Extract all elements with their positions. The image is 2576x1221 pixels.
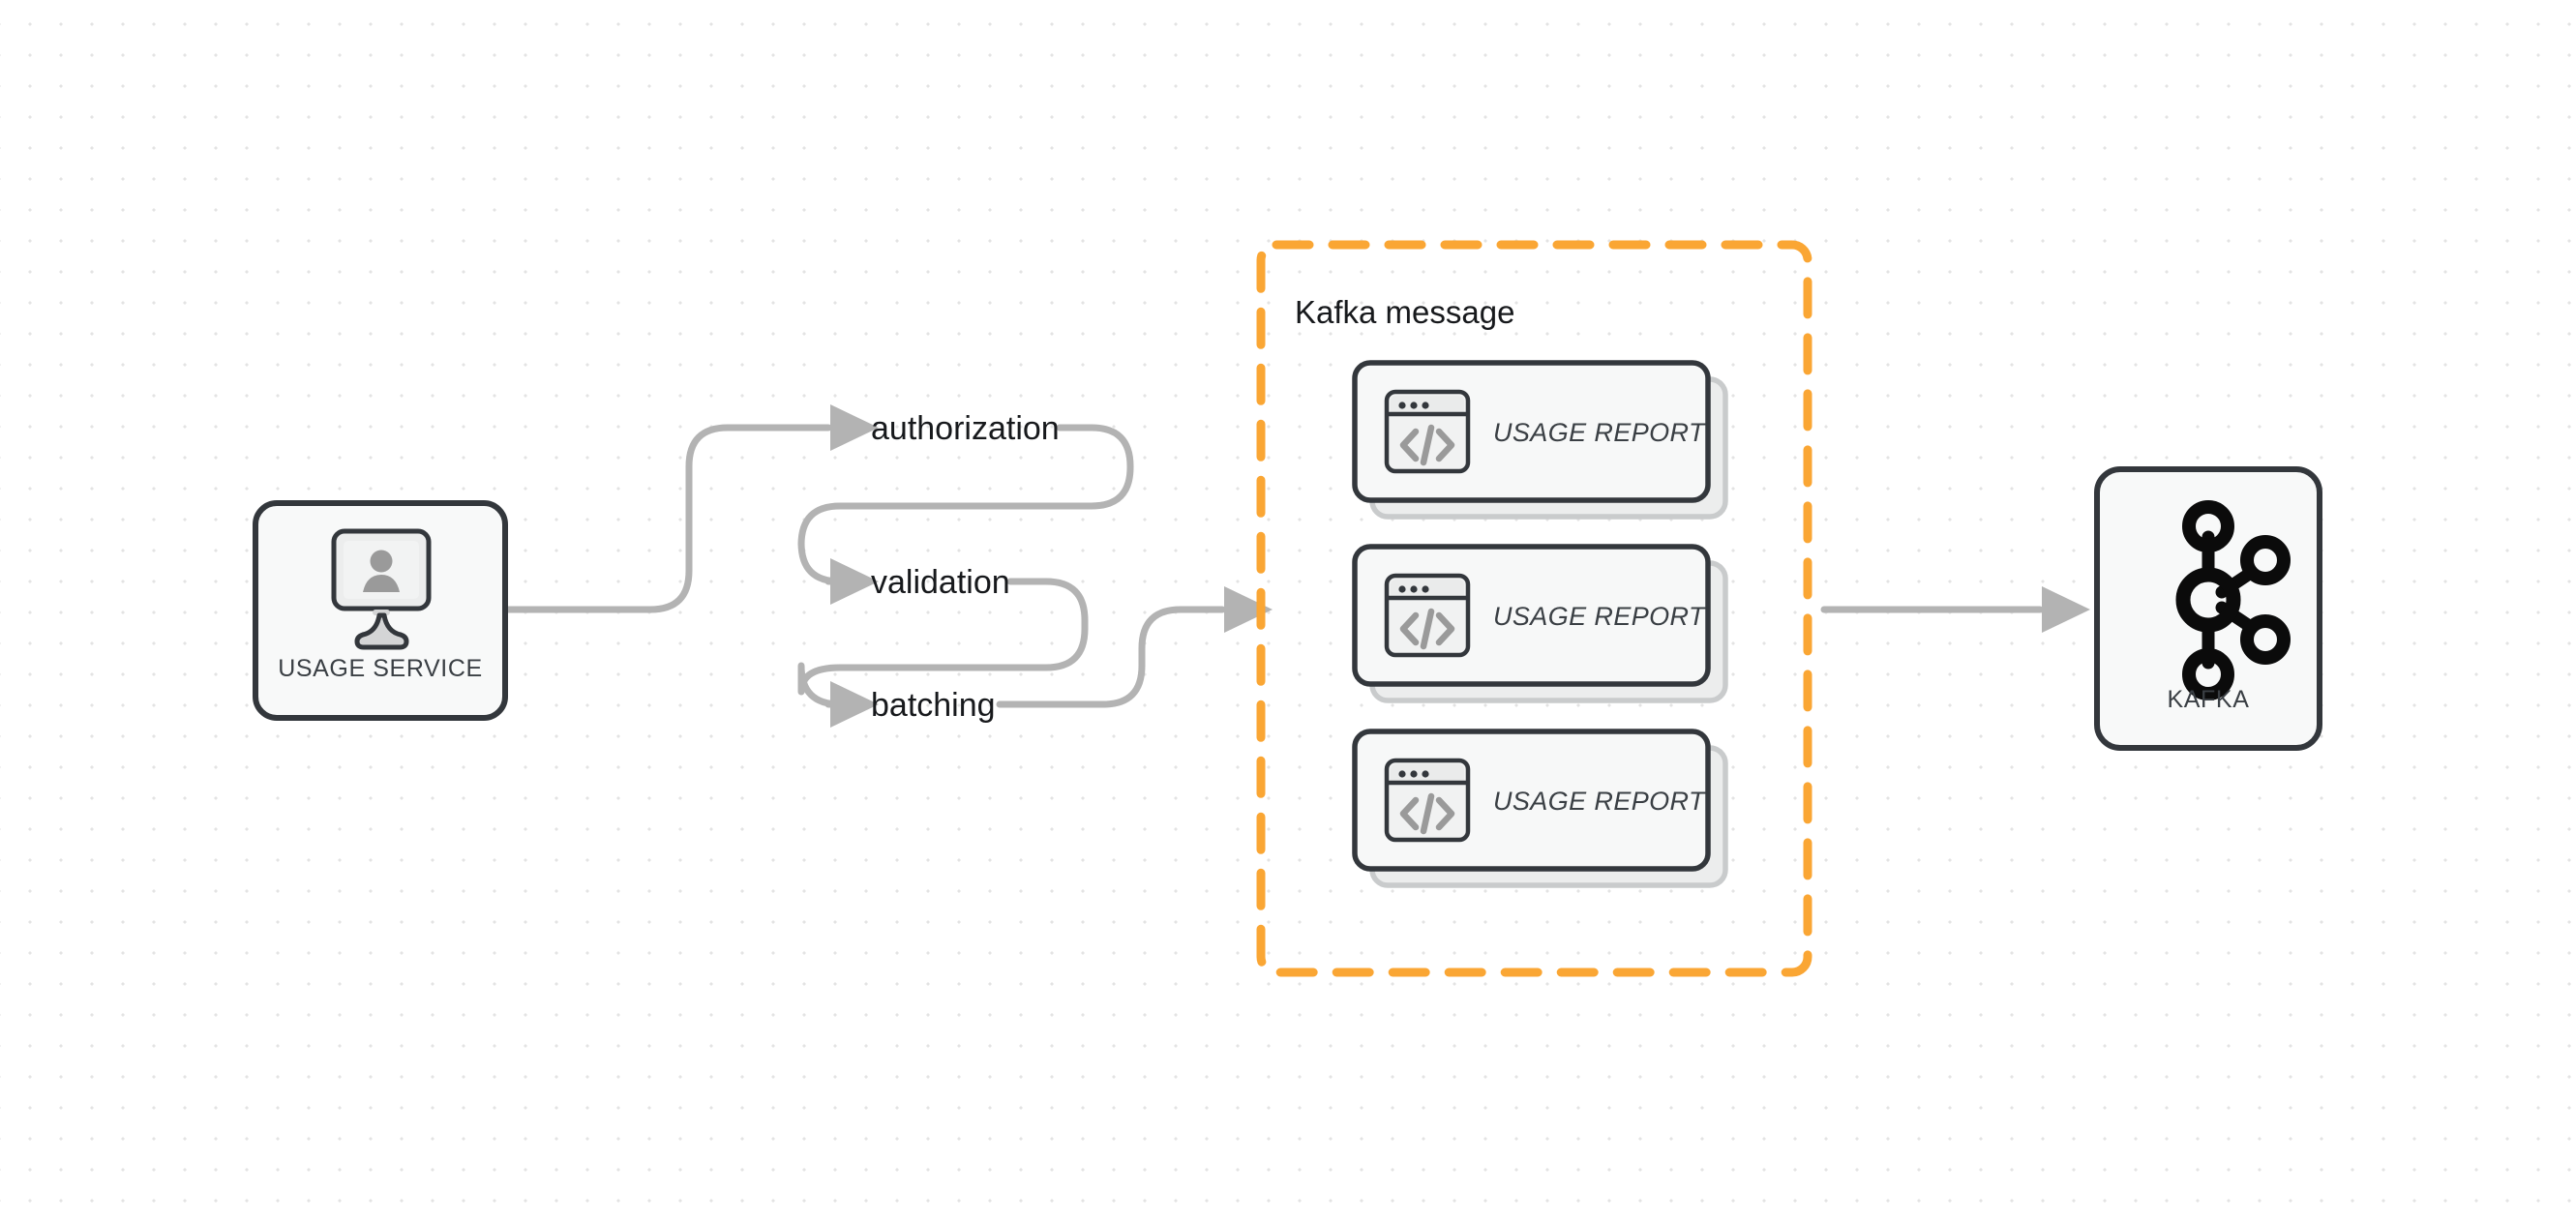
monitor-user-icon (331, 528, 432, 650)
usage-report-card[interactable]: USAGE REPORT (1352, 360, 1728, 520)
node-kafka[interactable]: KAFKA (2094, 466, 2322, 751)
code-window-icon (1384, 389, 1471, 474)
kafka-logo-icon (2175, 500, 2291, 700)
edge-layer (504, 404, 2090, 728)
usage-report-card-label: USAGE REPORT (1493, 602, 1707, 631)
arrowhead-kafka (2042, 586, 2090, 633)
step-label-validation: validation (871, 564, 1010, 601)
step-label-authorization: authorization (871, 410, 1060, 447)
usage-report-card[interactable]: USAGE REPORT (1352, 729, 1728, 888)
usage-report-card[interactable]: USAGE REPORT (1352, 544, 1728, 703)
edge-batching-to-kafka-message (996, 586, 1273, 708)
usage-report-card-label: USAGE REPORT (1493, 418, 1707, 447)
kafka-label: KAFKA (2168, 686, 2250, 713)
arrowhead-validation (830, 558, 879, 605)
node-usage-service[interactable]: USAGE SERVICE (253, 500, 508, 721)
kafka-message-group-border (1256, 240, 1812, 977)
edge-usage-service-to-authorization (504, 404, 879, 613)
usage-service-label: USAGE SERVICE (278, 655, 483, 682)
edge-validation-to-batching (797, 578, 1089, 728)
usage-report-card-label: USAGE REPORT (1493, 787, 1707, 816)
arrowhead-authorization (830, 404, 879, 451)
code-window-icon (1384, 573, 1471, 658)
code-window-icon (1384, 758, 1471, 843)
kafka-message-group-title: Kafka message (1295, 294, 1514, 330)
arrowhead-batching (830, 681, 879, 728)
edge-authorization-to-validation (797, 424, 1134, 605)
step-label-batching: batching (871, 687, 996, 724)
edge-kafka-message-to-kafka (1820, 586, 2090, 633)
kafka-message-group[interactable]: Kafka message USAGE REPORT (1256, 240, 1812, 977)
arrowhead-kafka-message (1224, 586, 1273, 633)
